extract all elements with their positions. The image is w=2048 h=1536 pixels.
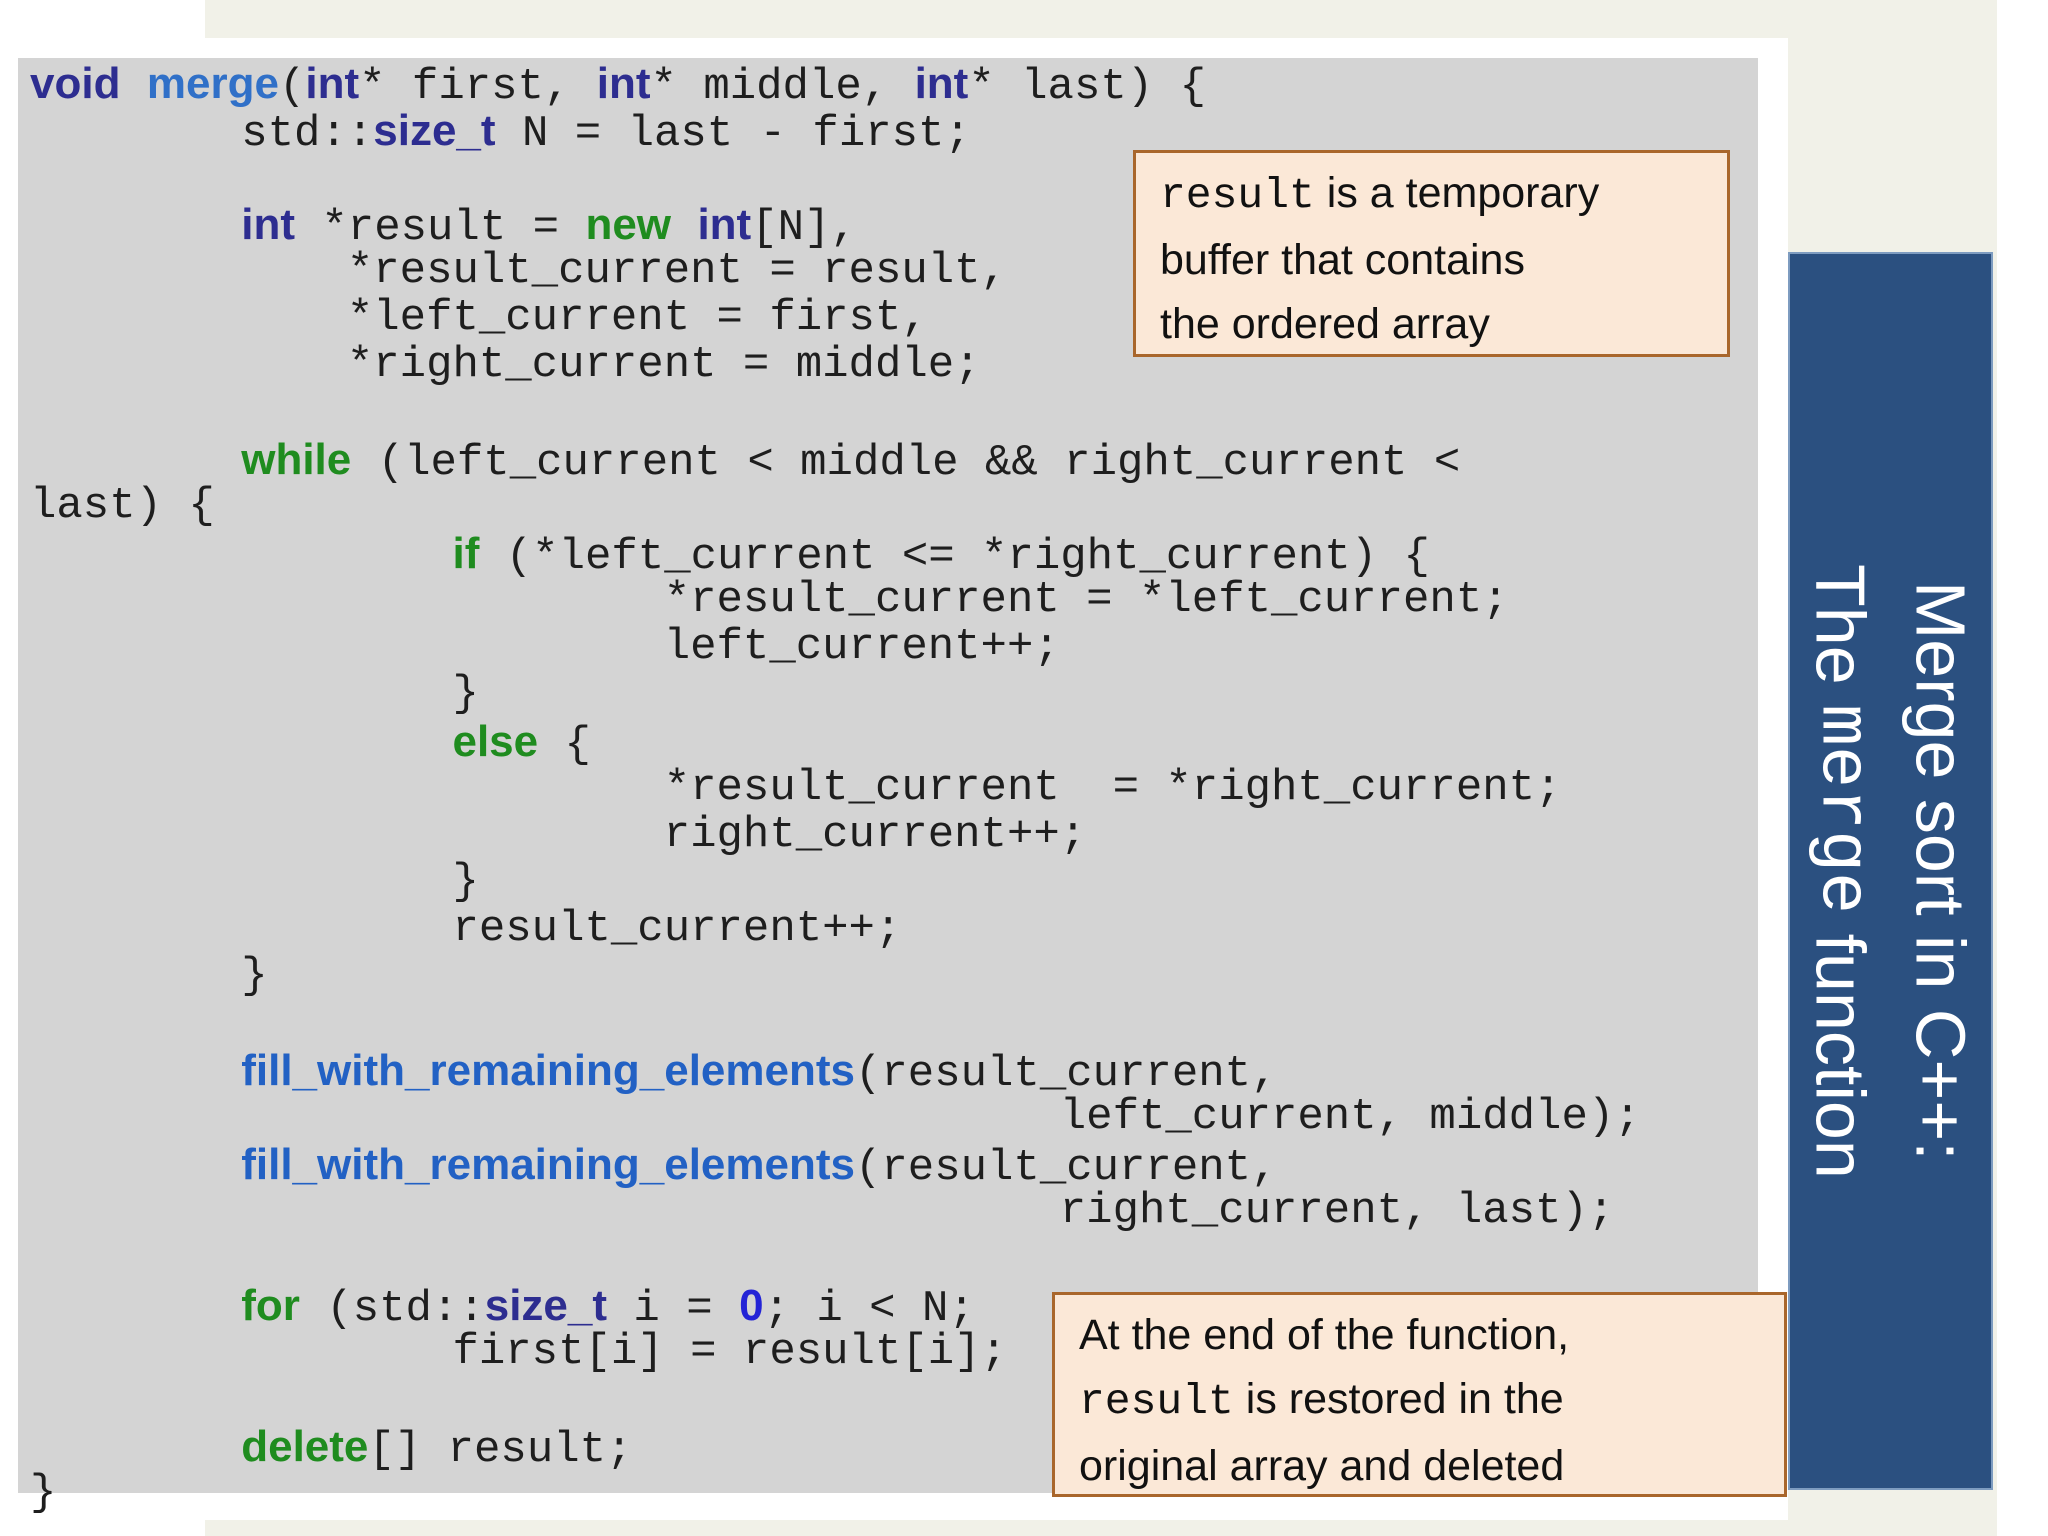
callout-result-restored: At the end of the function,result is res… (1052, 1292, 1787, 1497)
side-title-banner: Merge sort in C++:The merge function (1788, 252, 1993, 1490)
merge-function-code: void merge(int* first, int* middle, int*… (30, 59, 1641, 1518)
slide-title: Merge sort in C++:The merge function (1801, 563, 1980, 1179)
